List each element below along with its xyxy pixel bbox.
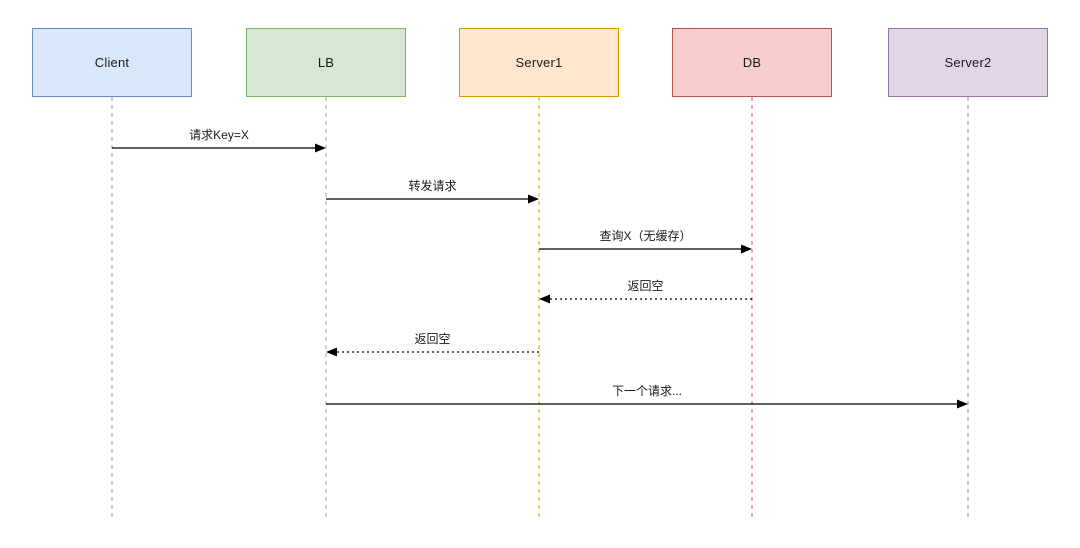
arrowhead-icon <box>315 143 326 153</box>
actor-label-lb: LB <box>317 55 335 70</box>
arrowhead-icon <box>539 294 550 304</box>
message-label: 请求Key=X <box>186 128 252 142</box>
message-label: 返回空 <box>411 332 454 346</box>
message-label: 查询X（无缓存） <box>596 229 695 243</box>
actor-label-client: Client <box>94 55 130 70</box>
actor-box-db: DB <box>672 28 832 97</box>
message-label: 下一个请求... <box>608 384 686 398</box>
actor-box-lb: LB <box>246 28 406 97</box>
actor-box-server1: Server1 <box>459 28 619 97</box>
actor-box-client: Client <box>32 28 192 97</box>
arrowhead-icon <box>528 194 539 204</box>
message-label: 转发请求 <box>405 179 460 193</box>
actor-label-server1: Server1 <box>515 55 563 70</box>
arrowhead-icon <box>957 399 968 409</box>
message-label: 返回空 <box>624 279 667 293</box>
arrowhead-icon <box>326 347 337 357</box>
actor-box-server2: Server2 <box>888 28 1048 97</box>
arrowhead-icon <box>741 244 752 254</box>
actor-label-db: DB <box>742 55 762 70</box>
actor-label-server2: Server2 <box>944 55 992 70</box>
